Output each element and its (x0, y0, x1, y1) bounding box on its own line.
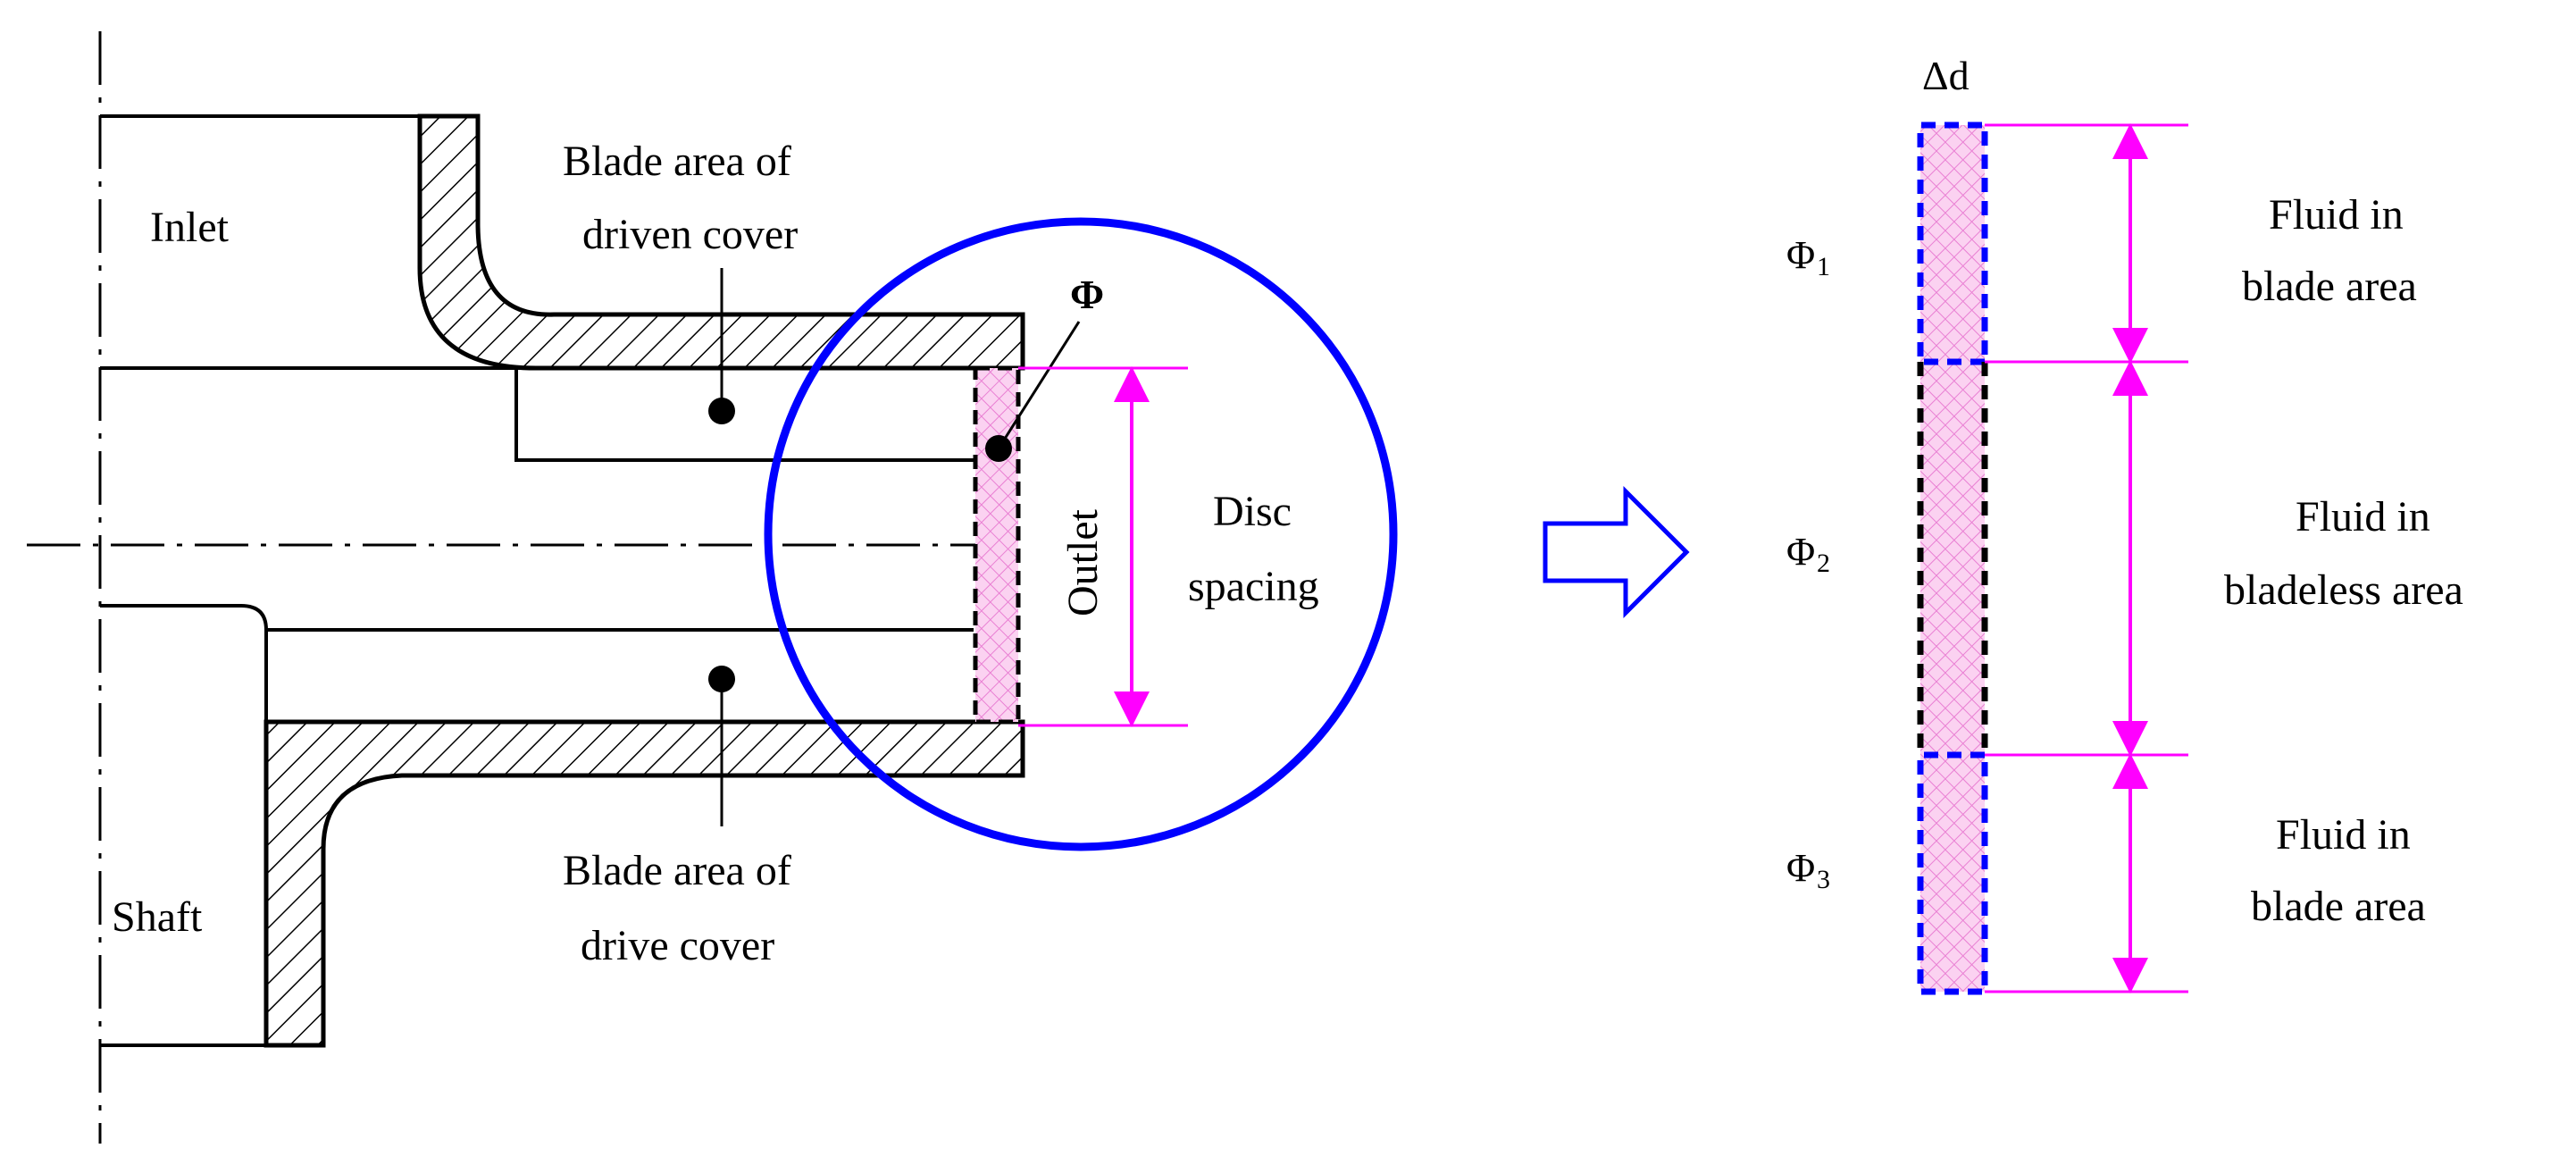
fluid2-label-line2: bladeless area (2224, 566, 2463, 614)
phi-label: Φ (1070, 272, 1104, 317)
phi3-symbol: Φ (1786, 846, 1815, 890)
phi1-symbol: Φ (1786, 233, 1815, 277)
driven-blade-outline (514, 368, 974, 462)
fluid3-label-line2: blade area (2251, 883, 2426, 930)
inlet-label: Inlet (150, 204, 230, 251)
phi3-subscript: 3 (1817, 865, 1830, 894)
shaft-label: Shaft (112, 893, 203, 941)
outlet-label: Outlet (1059, 508, 1107, 616)
drive-cover-shape (263, 719, 1025, 1048)
fluid3-label-line1: Fluid in (2276, 811, 2411, 859)
driven-cover-label-line2: driven cover (582, 211, 798, 258)
phi2-subscript: 2 (1817, 549, 1830, 578)
phi-leader (997, 321, 1081, 449)
drive-cover-dot (708, 666, 735, 692)
fluid2-label-line1: Fluid in (2296, 493, 2430, 541)
fluid-column-fill (1920, 125, 1985, 992)
left-cross-section: Inlet Shaft Blade area of driven cover B… (27, 31, 1398, 1144)
disc-spacing-label-line2: spacing (1188, 563, 1319, 610)
delta-d-label: Δd (1922, 53, 1970, 98)
drive-cover-label-line1: Blade area of (563, 847, 791, 894)
right-arrow-icon (1543, 485, 1690, 619)
disc-spacing-label-line1: Disc (1213, 488, 1292, 535)
detail-highlight-circle (764, 217, 1398, 851)
fluid1-label-line2: blade area (2242, 263, 2417, 310)
drive-cover-label-line2: drive cover (581, 922, 774, 969)
fluid1-label-line1: Fluid in (2269, 191, 2404, 239)
phi-dot (985, 435, 1012, 462)
phi1-subscript: 1 (1817, 252, 1830, 281)
driven-cover-label-line1: Blade area of (563, 138, 791, 185)
phi2-symbol: Φ (1786, 530, 1815, 574)
driven-cover-dot (708, 398, 735, 424)
outlet-fluid-region (973, 365, 1021, 725)
segment3-outline (1917, 751, 1988, 995)
right-fluid-detail: Δd Φ 1 Φ 2 Φ 3 Fluid in blade area Fluid… (1786, 53, 2463, 995)
segment1-outline (1917, 122, 1988, 365)
lower-passage-outline (100, 604, 268, 1047)
